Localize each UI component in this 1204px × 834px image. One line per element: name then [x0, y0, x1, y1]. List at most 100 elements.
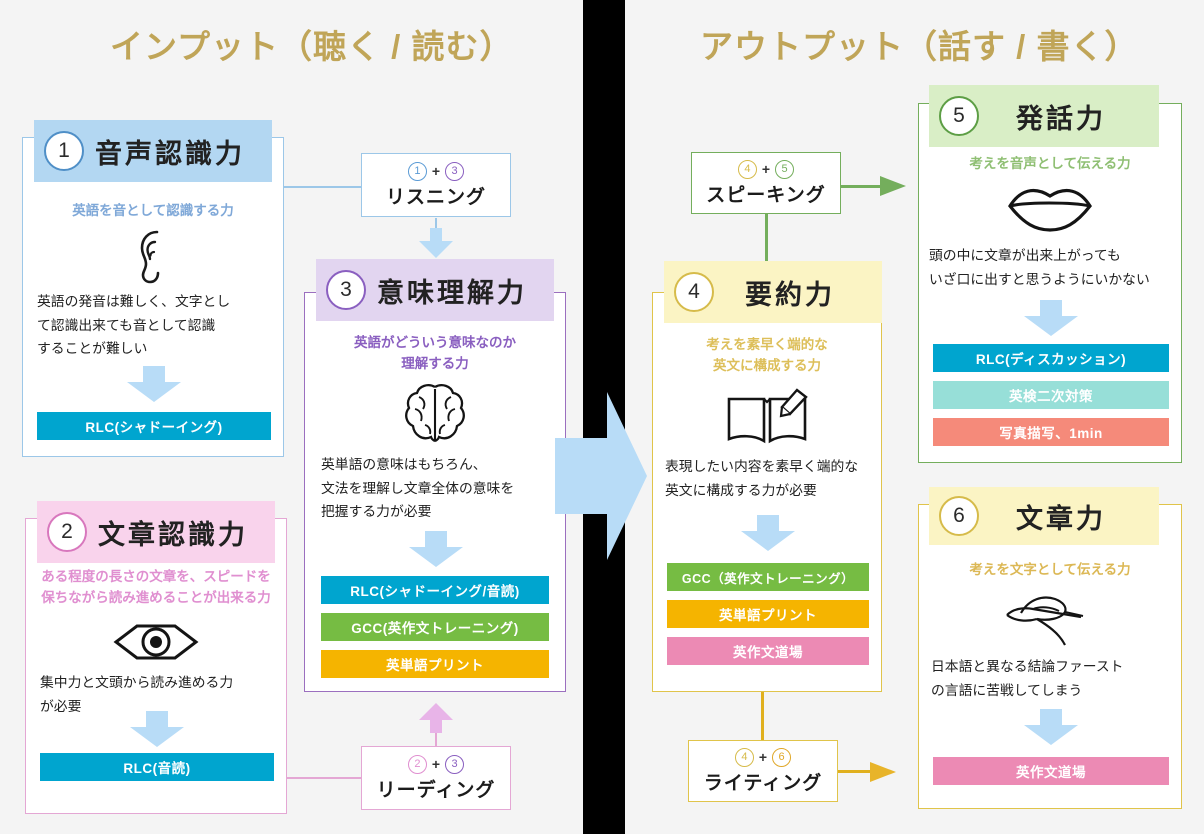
- card-4-tag-1[interactable]: 英単語プリント: [667, 600, 869, 628]
- down-arrow-icon: [741, 515, 795, 551]
- card-2-header: 2 文章認識力: [37, 501, 275, 563]
- card-1-description: 英語の発音は難しく、文字とし て認識出来ても音として認識 することが難しい: [37, 290, 273, 361]
- card-6-writing-ability: 考えを文字として伝える力 日本語と異なる結論ファースト の言語に苦戦してしまう …: [918, 504, 1182, 809]
- card-1-subtitle: 英語を音として認識する力: [23, 201, 283, 222]
- connector-card1-to-listening: [283, 186, 363, 188]
- card-3-description: 英単語の意味はもちろん、 文法を理解し文章全体の意味を 把握する力が必要: [321, 453, 557, 524]
- down-arrow-icon: [409, 531, 463, 567]
- card-1-tag-0[interactable]: RLC(シャドーイング): [37, 412, 271, 440]
- open-book-pen-icon: [727, 388, 808, 444]
- card-4-icon-wrap: [653, 385, 881, 447]
- card-4-number: 4: [674, 272, 714, 312]
- card-3-desc-line: 英単語の意味はもちろん、: [321, 457, 487, 472]
- card-2-number: 2: [47, 512, 87, 552]
- card-4-description: 表現したい内容を素早く端的な 英文に構成する力が必要: [665, 455, 877, 502]
- card-6-description: 日本語と異なる結論ファースト の言語に苦戦してしまう: [931, 655, 1175, 702]
- card-5-header: 5 発話力: [929, 85, 1159, 147]
- output-section-title: アウトプット（話す / 書く）: [700, 28, 1139, 65]
- card-3-number: 3: [326, 270, 366, 310]
- connector-speaking-stem: [765, 213, 768, 265]
- down-arrow-icon: [127, 366, 181, 402]
- card-4-down-arrow: [741, 515, 795, 556]
- card-4-tag-2[interactable]: 英作文道場: [667, 637, 869, 665]
- combo-listening-label: リスニング: [385, 186, 486, 208]
- card-5-subtitle-line: 考えを音声として伝える力: [969, 156, 1131, 171]
- card-1-header: 1 音声認識力: [34, 120, 272, 182]
- combo-listening-numbers: 1 + 3: [407, 161, 465, 181]
- card-4-subtitle-line: 英文に構成する力: [713, 357, 821, 373]
- card-6-tag-0[interactable]: 英作文道場: [933, 757, 1169, 785]
- card-5-tag-1[interactable]: 英検二次対策: [933, 381, 1169, 409]
- input-to-output-arrow: [555, 392, 647, 560]
- connector-card4-to-writing: [761, 692, 764, 747]
- combo-reading-right-num: 3: [445, 754, 465, 774]
- card-6-subtitle-line: 考えを文字として伝える力: [969, 562, 1131, 577]
- combo-listening[interactable]: 1 + 3 リスニング: [361, 153, 511, 217]
- card-1-desc-line: することが難しい: [37, 341, 148, 357]
- card-5-desc-line: いざ口に出すと思うようにいかない: [929, 271, 1150, 287]
- combo-writing-plus: +: [758, 749, 768, 765]
- card-1-subtitle-line: 英語を音として認識する力: [72, 203, 234, 218]
- down-arrow-icon: [1024, 300, 1078, 336]
- writing-hand-icon: [1006, 596, 1084, 646]
- card-4-header: 4 要約力: [664, 261, 882, 323]
- ear-icon: [140, 230, 160, 284]
- combo-writing-left-num: 4: [734, 747, 754, 767]
- combo-reading[interactable]: 2 + 3 リーディング: [361, 746, 511, 810]
- card-1-down-arrow: [127, 366, 181, 407]
- card-6-desc-line: の言語に苦戦してしまう: [931, 682, 1083, 698]
- connector-reading-stem: [435, 720, 437, 748]
- arrow-reading-to-card3: [419, 703, 453, 733]
- card-4-tag-0[interactable]: GCC（英作文トレーニング）: [667, 563, 869, 591]
- eye-icon: [113, 624, 199, 660]
- combo-speaking-numbers: 4 + 5: [737, 159, 795, 179]
- card-1-title: 音声認識力: [95, 138, 245, 169]
- combo-speaking-right-num: 5: [775, 159, 795, 179]
- combo-speaking[interactable]: 4 + 5 スピーキング: [691, 152, 841, 214]
- combo-reading-label: リーディング: [376, 779, 496, 801]
- card-6-header: 6 文章力: [929, 487, 1159, 545]
- combo-speaking-label: スピーキング: [706, 184, 826, 206]
- card-4-subtitle: 考えを素早く端的な 英文に構成する力: [653, 335, 881, 377]
- card-5-tag-0[interactable]: RLC(ディスカッション): [933, 344, 1169, 372]
- card-2-subtitle-line: 保ちながら読み進めることが出来る力: [41, 589, 271, 605]
- combo-speaking-plus: +: [761, 161, 771, 177]
- card-1-speech-recognition: 英語を音として認識する力 英語の発音は難しく、文字とし て認識出来ても音として認…: [22, 137, 284, 457]
- card-4-summarizing: 考えを素早く端的な 英文に構成する力 表現したい内容を素早く端的な 英文に構成す…: [652, 292, 882, 692]
- card-3-subtitle-line: 理解する力: [401, 355, 469, 371]
- card-5-icon-wrap: [919, 184, 1181, 234]
- card-3-title: 意味理解力: [377, 277, 527, 308]
- card-1-icon-wrap: [23, 228, 283, 286]
- brain-icon: [405, 384, 465, 443]
- combo-reading-plus: +: [431, 756, 441, 772]
- card-2-title: 文章認識力: [98, 519, 248, 550]
- card-3-tag-0[interactable]: RLC(シャドーイング/音読): [321, 576, 549, 604]
- down-arrow-icon: [130, 711, 184, 747]
- combo-writing[interactable]: 4 + 6 ライティング: [688, 740, 838, 802]
- card-3-header: 3 意味理解力: [316, 259, 554, 321]
- card-2-icon-wrap: [26, 619, 286, 665]
- combo-listening-left-num: 1: [407, 161, 427, 181]
- card-3-desc-line: 文法を理解し文章全体の意味を: [321, 480, 515, 496]
- card-3-subtitle-line: 英語がどういう意味なのか: [354, 335, 516, 350]
- card-5-subtitle: 考えを音声として伝える力: [919, 154, 1181, 175]
- combo-reading-numbers: 2 + 3: [407, 754, 465, 774]
- card-3-tag-2[interactable]: 英単語プリント: [321, 650, 549, 678]
- card-1-desc-line: て認識出来ても音として認識: [37, 317, 216, 333]
- input-section-title: インプット（聴く / 読む）: [110, 28, 514, 65]
- card-2-description: 集中力と文頭から読み進める力 が必要: [40, 671, 278, 718]
- combo-listening-right-num: 3: [445, 161, 465, 181]
- card-2-tag-0[interactable]: RLC(音読): [40, 753, 274, 781]
- combo-writing-numbers: 4 + 6: [734, 747, 792, 767]
- arrow-listening-to-card3: [419, 228, 453, 258]
- card-4-subtitle-line: 考えを素早く端的な: [706, 337, 828, 352]
- card-3-subtitle: 英語がどういう意味なのか 理解する力: [305, 333, 565, 375]
- card-3-tag-1[interactable]: GCC(英作文トレーニング): [321, 613, 549, 641]
- card-4-desc-line: 英文に構成する力が必要: [665, 482, 817, 498]
- card-5-description: 頭の中に文章が出来上がっても いざ口に出すと思うようにいかない: [929, 244, 1175, 291]
- card-4-desc-line: 表現したい内容を素早く端的な: [665, 459, 859, 474]
- card-2-desc-line: が必要: [40, 698, 82, 714]
- card-1-desc-line: 英語の発音は難しく、文字とし: [37, 294, 231, 309]
- card-5-tag-2[interactable]: 写真描写、1min: [933, 418, 1169, 446]
- card-6-number: 6: [939, 496, 979, 536]
